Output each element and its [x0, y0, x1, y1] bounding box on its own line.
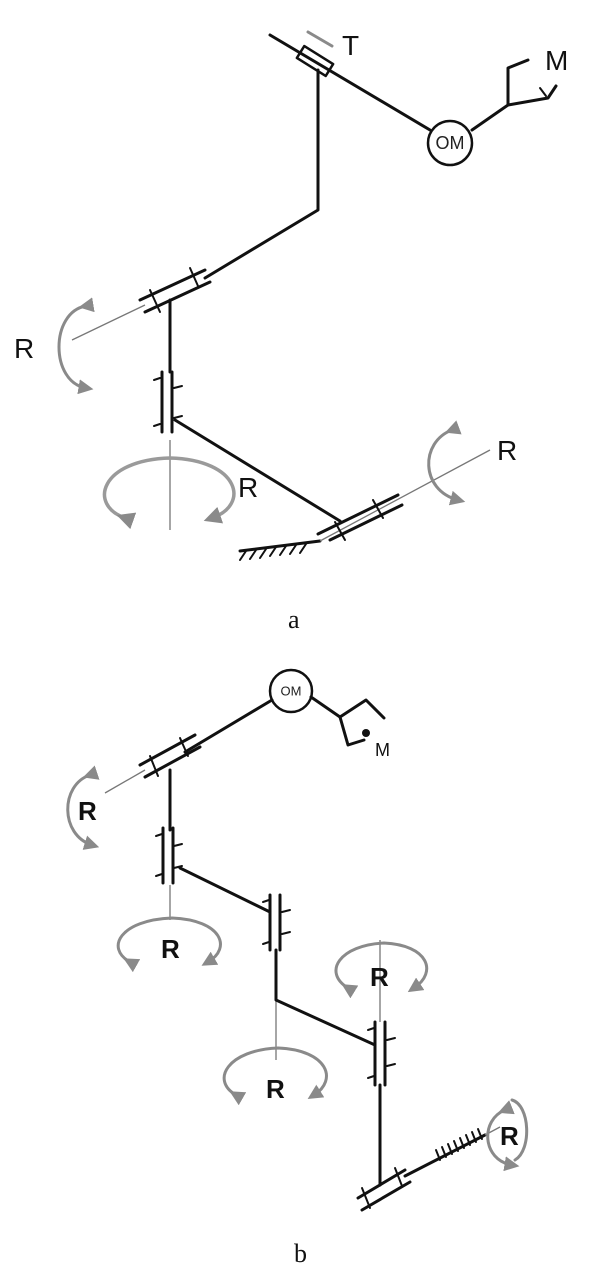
tool-t	[268, 30, 432, 132]
diagram-a: T OM M R R R	[14, 30, 568, 561]
rotation-arrow-a-right	[427, 420, 466, 506]
link-b-3	[178, 866, 272, 914]
label-r-b-5: R	[500, 1121, 519, 1151]
label-r-b-1: R	[78, 796, 97, 826]
caption-a: a	[288, 605, 300, 634]
rotation-arrow-a-left	[57, 297, 95, 395]
base-joint-a	[316, 449, 491, 542]
joint-b-2	[155, 826, 183, 920]
label-r-b-4: R	[370, 962, 389, 992]
link-b-4	[274, 948, 377, 1047]
joint-b-4	[367, 940, 396, 1087]
rotation-arrow-b-3	[222, 1046, 328, 1106]
rotation-arrow-b-4	[334, 941, 429, 999]
gripper-m-a	[470, 58, 558, 132]
shoulder-joint-a	[71, 267, 212, 341]
svg-text:OM: OM	[281, 684, 302, 699]
rotation-arrow-b-5-top	[510, 1098, 529, 1162]
om-module-b: OM	[268, 668, 314, 714]
rotation-arrow-a-bottom	[102, 456, 236, 530]
shoulder-joint-b	[104, 733, 202, 794]
link-a-3	[203, 68, 320, 280]
rotation-arrow-b-5	[486, 1100, 520, 1172]
label-r-b-2: R	[161, 934, 180, 964]
svg-text:OM: OM	[436, 133, 465, 153]
label-r-a-left: R	[14, 333, 34, 364]
gripper-m-b	[309, 695, 386, 747]
rotation-arrow-b-2	[116, 916, 222, 973]
label-m-b: M	[375, 740, 390, 760]
vertical-joint-a	[153, 370, 183, 530]
label-t: T	[342, 30, 359, 61]
diagram-b: OM M R	[66, 668, 529, 1212]
link-b-1	[183, 698, 274, 754]
caption-b: b	[294, 1239, 307, 1267]
label-r-b-3: R	[266, 1074, 285, 1104]
rotation-arrow-b-1	[66, 765, 100, 850]
om-module-a: OM	[426, 119, 474, 167]
link-a-1	[173, 418, 342, 523]
ground-hatch-b	[435, 1128, 483, 1161]
label-m-a: M	[545, 45, 568, 76]
label-r-a-bottom: R	[238, 472, 258, 503]
label-r-a-right: R	[497, 435, 517, 466]
ground-base-a	[238, 539, 322, 561]
